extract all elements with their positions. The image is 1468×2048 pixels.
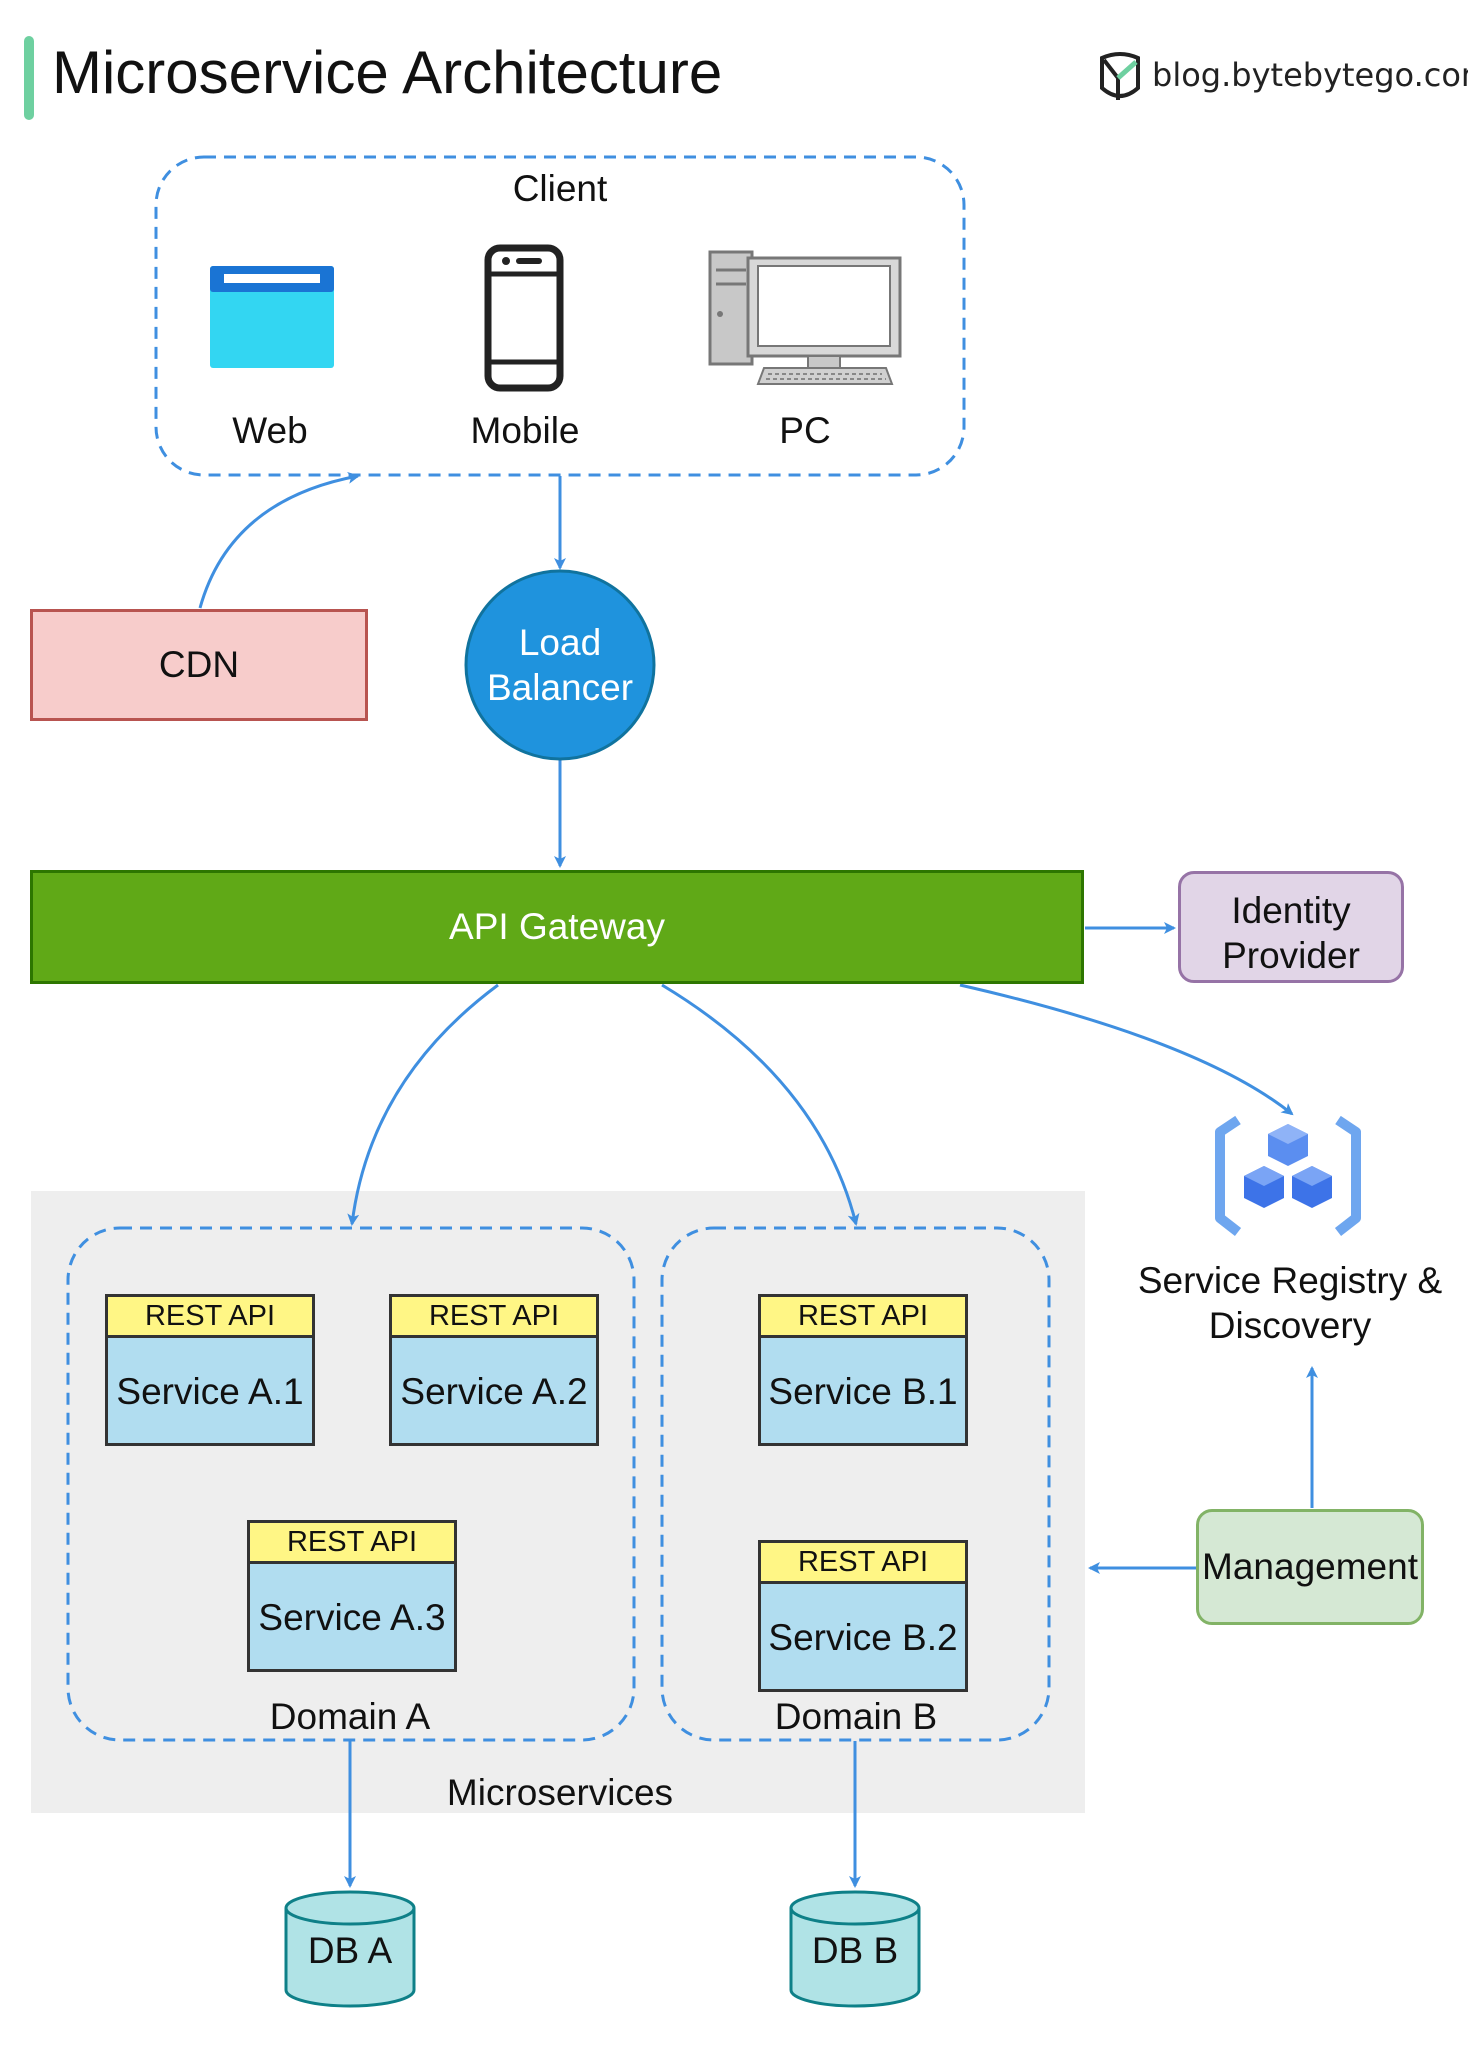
client-title: Client	[512, 168, 608, 209]
service-a2: REST API Service A.2	[389, 1294, 599, 1446]
service-a1: REST API Service A.1	[105, 1294, 315, 1446]
rest-api-label: REST API	[108, 1297, 312, 1338]
service-a1-label: Service A.1	[116, 1371, 304, 1412]
arrow-gateway-to-registry	[959, 983, 1294, 1116]
domain-a-container	[66, 1226, 636, 1742]
client-web-label: Web	[232, 410, 308, 451]
web-browser-icon	[210, 266, 334, 368]
service-b2-label: Service B.2	[768, 1617, 958, 1658]
desktop-pc-icon	[708, 250, 902, 385]
service-a3-label: Service A.3	[258, 1597, 446, 1638]
service-b2: REST API Service B.2	[758, 1540, 968, 1692]
page-title: Microservice Architecture	[52, 39, 723, 106]
identity-provider-box: Identity Provider	[1178, 871, 1404, 983]
rest-api-label: REST API	[250, 1523, 454, 1564]
service-registry-icon	[1215, 1115, 1361, 1236]
client-mobile-label: Mobile	[470, 410, 580, 451]
arrow-gateway-to-domain-b	[661, 983, 860, 1226]
arrow-cdn-to-client	[198, 471, 360, 609]
rest-api-label: REST API	[761, 1543, 965, 1584]
db-a-cylinder	[284, 1890, 416, 2008]
service-b1: REST API Service B.1	[758, 1294, 968, 1446]
rest-api-label: REST API	[761, 1297, 965, 1338]
client-container	[154, 155, 966, 477]
client-pc-label: PC	[779, 410, 831, 451]
identity-provider-label: Identity Provider	[1222, 890, 1360, 976]
domain-a-label: Domain A	[269, 1696, 431, 1737]
management-label: Management	[1202, 1546, 1418, 1587]
domain-b-label: Domain B	[774, 1696, 938, 1737]
title-accent-bar	[24, 36, 34, 120]
arrow-gateway-to-domain-a	[347, 983, 499, 1226]
brand-link[interactable]: blog.bytebytego.com	[1152, 56, 1468, 94]
rest-api-label: REST API	[392, 1297, 596, 1338]
mobile-phone-icon	[484, 244, 564, 392]
service-registry-label: Service Registry & Discovery	[1137, 1260, 1443, 1346]
service-a3: REST API Service A.3	[247, 1520, 457, 1672]
api-gateway-box: API Gateway	[30, 870, 1084, 984]
db-a-label: DB A	[307, 1930, 393, 1971]
service-a2-label: Service A.2	[400, 1371, 588, 1412]
db-b-label: DB B	[811, 1930, 899, 1971]
cdn-box: CDN	[30, 609, 368, 721]
domain-b-container	[660, 1226, 1051, 1742]
cdn-label: CDN	[158, 644, 240, 685]
load-balancer-circle	[464, 569, 656, 761]
api-gateway-label: API Gateway	[449, 906, 665, 947]
service-b1-label: Service B.1	[768, 1371, 958, 1412]
db-b-cylinder	[789, 1890, 921, 2008]
management-box: Management	[1196, 1509, 1424, 1625]
bytebytego-logo-icon	[1100, 52, 1140, 100]
load-balancer-label: Load Balancer	[486, 622, 634, 708]
microservices-label: Microservices	[446, 1772, 674, 1813]
